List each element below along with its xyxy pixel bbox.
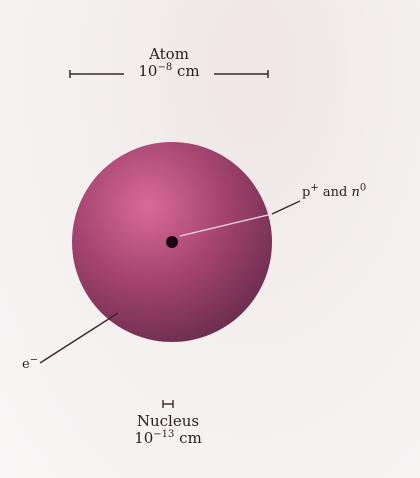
- electron-symbol: e: [22, 357, 30, 372]
- electron-label: e−: [22, 356, 38, 373]
- atom-title: Atom: [119, 46, 219, 63]
- nucleus-size-unit: cm: [179, 429, 202, 447]
- conjunction-text: and: [323, 185, 347, 200]
- atom-size-unit: cm: [177, 62, 200, 80]
- nucleus-dot: [166, 236, 178, 248]
- atom-label: Atom 10−8 cm: [119, 46, 219, 80]
- nucleus-size-exponent: −13: [153, 429, 174, 440]
- nucleus-size-dimension: [163, 400, 173, 408]
- nucleus-title: Nucleus: [118, 413, 218, 430]
- protons-charge: +: [310, 183, 318, 194]
- electron-charge: −: [30, 355, 38, 366]
- neutrons-charge: 0: [360, 183, 366, 194]
- neutrons-symbol: n: [351, 185, 359, 200]
- protons-neutrons-label: p+ and n0: [302, 184, 366, 201]
- atom-size-base: 10: [138, 62, 157, 80]
- atom-size: 10−8 cm: [119, 63, 219, 80]
- nucleus-label: Nucleus 10−13 cm: [118, 413, 218, 447]
- nucleus-size: 10−13 cm: [118, 430, 218, 447]
- nucleus-size-base: 10: [134, 429, 153, 447]
- atom-size-exponent: −8: [157, 62, 172, 73]
- electron-leader-line: [40, 313, 118, 363]
